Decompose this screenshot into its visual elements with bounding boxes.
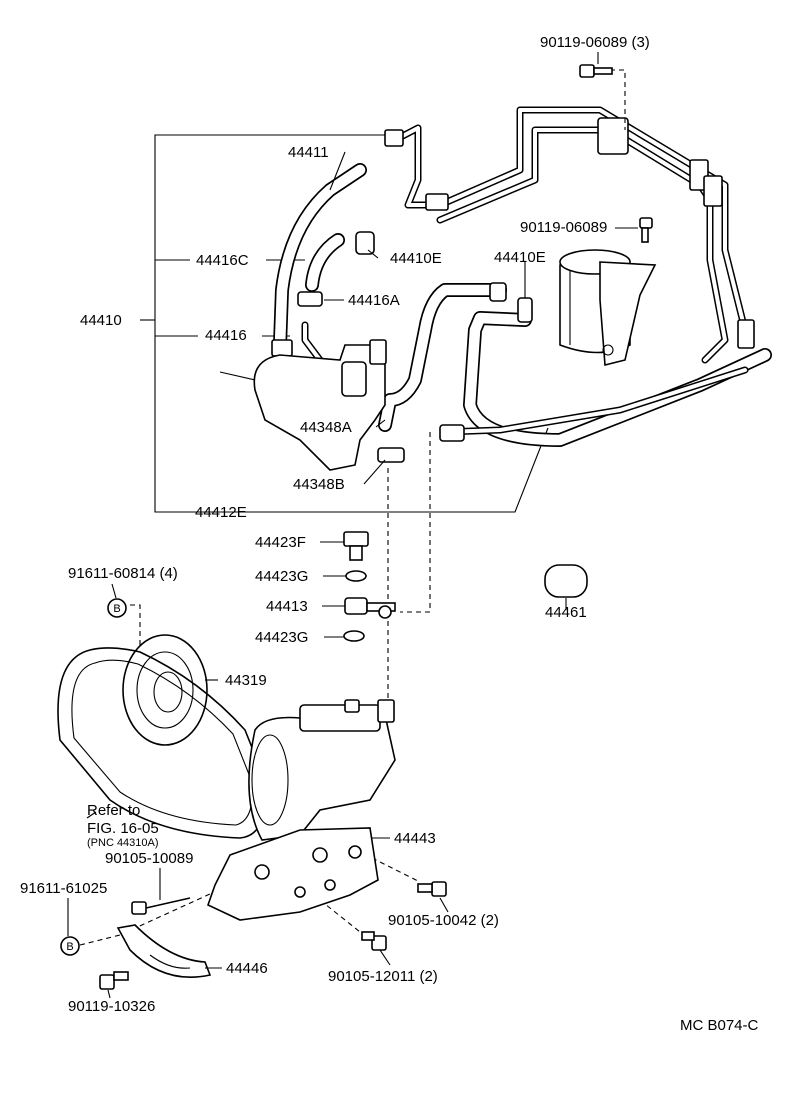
label-44348a: 44348A xyxy=(300,419,352,436)
label-90119-06089-3: 90119-06089 (3) xyxy=(540,34,650,51)
leader-lines xyxy=(67,52,638,999)
bolt-44423f xyxy=(343,531,369,561)
pump-outline-upper xyxy=(219,339,387,471)
pump-body-lower xyxy=(248,699,396,841)
label-44348b: 44348B xyxy=(293,476,345,493)
svg-text:B: B xyxy=(66,941,73,953)
bolt-90105-12011 xyxy=(361,931,387,951)
label-91611-61025: 91611-61025 xyxy=(20,880,107,897)
pressure-tube-assembly xyxy=(384,106,755,364)
label-44411: 44411 xyxy=(288,144,329,161)
label-90119-06089: 90119-06089 xyxy=(520,219,607,236)
label-44413: 44413 xyxy=(266,598,308,615)
gasket-44423g-upper xyxy=(345,570,367,582)
marker-b-upper: B xyxy=(107,598,127,618)
marker-b-lower: B xyxy=(60,936,80,956)
bracket-44443 xyxy=(207,827,379,921)
bolt-90105-10089 xyxy=(131,897,191,915)
label-44410: 44410 xyxy=(80,312,122,329)
label-44423g-b: 44423G xyxy=(255,629,308,646)
label-44446: 44446 xyxy=(226,960,268,977)
bolt-90119-06089-mid xyxy=(639,217,653,243)
alignment-lines xyxy=(79,69,626,946)
label-fig-16-05: FIG. 16-05 xyxy=(87,820,159,837)
drive-belt xyxy=(57,647,267,839)
label-44416c: 44416C xyxy=(196,252,249,269)
cap-44461 xyxy=(544,564,588,598)
label-90119-10326: 90119-10326 xyxy=(68,998,155,1015)
reservoir xyxy=(559,249,657,367)
gasket-44423g-lower xyxy=(343,630,365,642)
label-44410e-a: 44410E xyxy=(390,250,442,267)
hoses xyxy=(273,163,772,447)
label-44461: 44461 xyxy=(545,604,587,621)
label-44410e-b: 44410E xyxy=(494,249,546,266)
bolt-90119-10326 xyxy=(99,971,129,990)
label-44416a: 44416A xyxy=(348,292,400,309)
label-pnc-44310a: (PNC 44310A) xyxy=(87,837,159,849)
svg-text:B: B xyxy=(113,603,120,615)
bolt-90105-10042 xyxy=(417,881,447,897)
label-91611-60814: 91611-60814 (4) xyxy=(68,565,178,582)
union-44413 xyxy=(344,597,396,619)
label-90105-10089: 90105-10089 xyxy=(105,850,193,867)
label-44412e: 44412E xyxy=(195,504,247,521)
label-90105-10042: 90105-10042 (2) xyxy=(388,912,499,929)
bolt-90119-06089-top xyxy=(579,64,613,78)
label-ref-code: MC B074-C xyxy=(680,1017,759,1034)
label-refer-to: Refer to xyxy=(87,802,140,819)
label-44423f: 44423F xyxy=(255,534,306,551)
bracket-44446 xyxy=(116,924,212,978)
label-44423g-a: 44423G xyxy=(255,568,308,585)
label-44443: 44443 xyxy=(394,830,436,847)
label-44319: 44319 xyxy=(225,672,267,689)
label-90105-12011: 90105-12011 (2) xyxy=(328,968,438,985)
pulley-44319 xyxy=(122,634,208,746)
label-44416: 44416 xyxy=(205,327,247,344)
